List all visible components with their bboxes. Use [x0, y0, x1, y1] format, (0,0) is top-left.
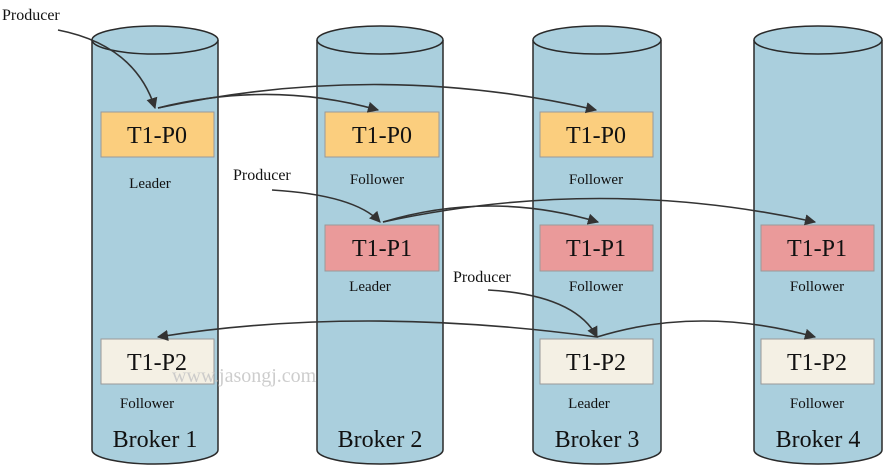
partition-role: Leader — [349, 279, 391, 295]
partition-label: T1-P1 — [566, 236, 626, 262]
broker-4-cylinder-top — [753, 25, 883, 55]
broker-1-label: Broker 1 — [113, 427, 198, 453]
broker-4-label: Broker 4 — [776, 427, 861, 453]
partition-p0-broker-3: T1-P0 Follower — [539, 111, 654, 188]
partition-p2-broker-3: T1-P2 Leader — [539, 338, 654, 412]
partition-label: T1-P0 — [566, 123, 626, 149]
watermark: www.jasongj.com — [172, 365, 317, 387]
partition-role: Follower — [569, 279, 623, 295]
partition-box — [539, 111, 654, 158]
arrow-p2-replicate-broker-1 — [156, 320, 598, 341]
partition-p0-broker-1: T1-P0 Leader — [100, 111, 215, 192]
broker-2-label: Broker 2 — [338, 427, 423, 453]
partition-label: T1-P2 — [127, 350, 187, 376]
partition-role: Follower — [790, 396, 844, 412]
partition-p1-broker-3: T1-P1 Follower — [539, 224, 654, 295]
arrow-producer-to-p1-leader — [271, 189, 381, 223]
partition-label: T1-P1 — [787, 236, 847, 262]
arrow-p0-replicate-broker-3 — [157, 83, 598, 114]
partition-role: Follower — [790, 279, 844, 295]
partition-p1-broker-2: T1-P1 Leader — [324, 224, 440, 295]
partition-box — [760, 224, 875, 272]
partition-p2-broker-4: T1-P2 Follower — [760, 338, 875, 412]
partition-role: Follower — [350, 172, 404, 188]
partition-box — [539, 338, 654, 385]
partition-role: Leader — [568, 396, 610, 412]
partition-box — [539, 224, 654, 272]
partition-box — [100, 338, 215, 385]
partition-label: T1-P2 — [566, 350, 626, 376]
producer-label-1: Producer — [2, 7, 60, 24]
broker-2-cylinder-top — [316, 25, 444, 55]
arrow-p1-replicate-broker-4 — [382, 197, 817, 226]
partition-p1-broker-4: T1-P1 Follower — [760, 224, 875, 295]
partition-label: T1-P1 — [352, 236, 412, 262]
partition-role: Follower — [569, 172, 623, 188]
partition-box — [100, 111, 215, 158]
arrows — [57, 29, 817, 341]
partition-label: T1-P0 — [352, 123, 412, 149]
partition-role: Follower — [120, 396, 174, 412]
partition-role: Leader — [129, 176, 171, 192]
broker-3-cylinder-top — [532, 25, 662, 55]
partition-box — [324, 224, 440, 272]
arrow-p2-replicate-broker-4 — [596, 320, 817, 340]
partition-p2-broker-1: T1-P2 Follower — [100, 338, 215, 412]
arrow-p1-replicate-broker-3 — [382, 205, 600, 225]
broker-3-label: Broker 3 — [555, 427, 640, 453]
partition-p0-broker-2: T1-P0 Follower — [324, 111, 440, 188]
producer-label-2: Producer — [233, 167, 291, 184]
partition-box — [760, 338, 875, 385]
producer-label-3: Producer — [453, 269, 511, 286]
partition-box — [324, 111, 440, 158]
arrow-producer-to-p2-leader — [487, 289, 598, 338]
partition-label: T1-P0 — [127, 123, 187, 149]
arrow-producer-to-p0-leader — [57, 29, 158, 110]
partition-label: T1-P2 — [787, 350, 847, 376]
